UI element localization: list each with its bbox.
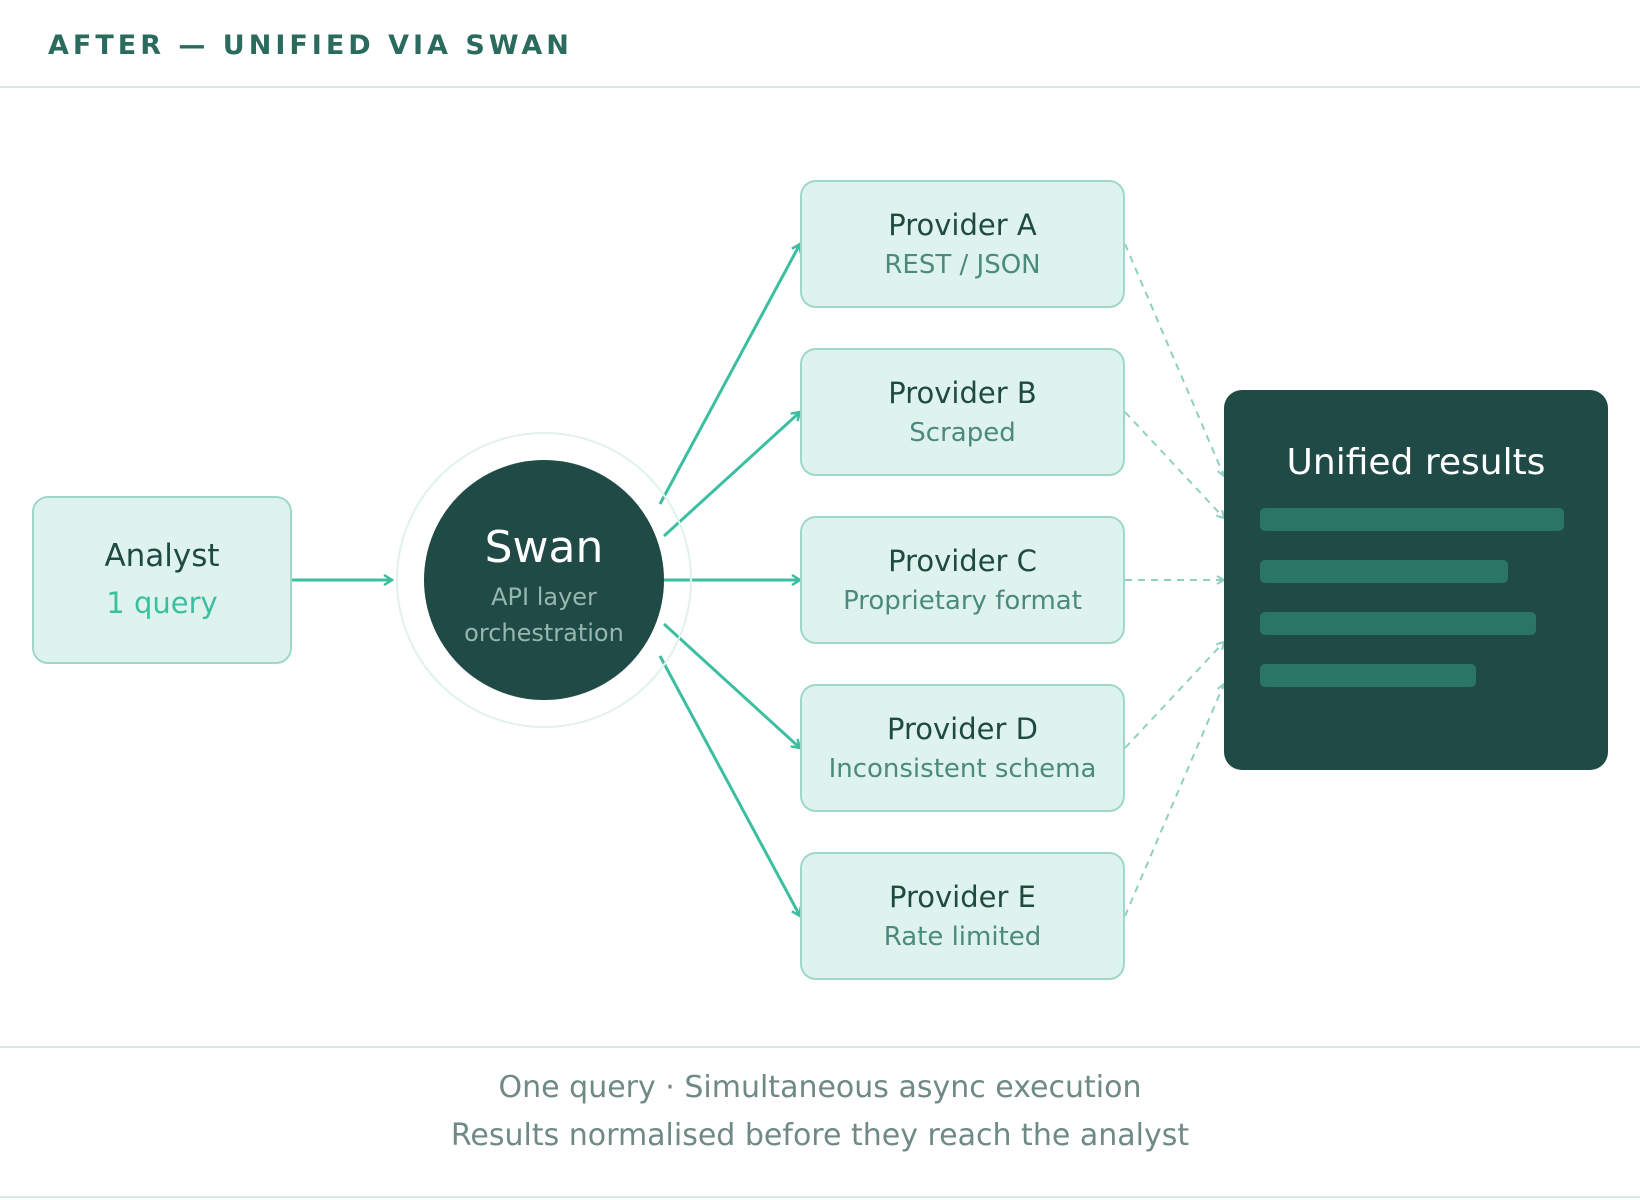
- dashed-provider-e-to-results: [1124, 684, 1224, 917]
- provider-c-node: Provider C Proprietary format: [800, 516, 1125, 644]
- provider-d-title: Provider D: [887, 712, 1038, 746]
- unified-results-panel: Unified results: [1224, 390, 1608, 770]
- provider-b-subtitle: Scraped: [909, 418, 1016, 448]
- swan-subtitle-line1: API layer: [491, 583, 597, 611]
- provider-d-node: Provider D Inconsistent schema: [800, 684, 1125, 812]
- result-bar: [1260, 664, 1476, 687]
- result-bar: [1260, 612, 1536, 635]
- swan-subtitle-line2: orchestration: [464, 619, 624, 647]
- provider-e-subtitle: Rate limited: [883, 922, 1042, 952]
- footer-line-1: One query · Simultaneous async execution: [498, 1070, 1142, 1105]
- swan-halo: [396, 432, 692, 728]
- analyst-node: Analyst 1 query: [32, 496, 292, 664]
- provider-a-node: Provider A REST / JSON: [800, 180, 1125, 308]
- provider-d-subtitle: Inconsistent schema: [828, 754, 1097, 784]
- dashed-provider-b-to-results: [1124, 411, 1224, 518]
- arrow-swan-to-provider-a: [658, 244, 800, 505]
- page-title: AFTER — UNIFIED VIA SWAN: [48, 30, 573, 61]
- arrow-swan-to-provider-d: [662, 622, 800, 748]
- provider-c-title: Provider C: [888, 544, 1037, 578]
- header: AFTER — UNIFIED VIA SWAN: [0, 0, 1640, 88]
- analyst-title: Analyst: [104, 538, 220, 574]
- swan-title: Swan: [484, 522, 604, 573]
- provider-a-subtitle: REST / JSON: [884, 250, 1041, 280]
- provider-b-title: Provider B: [888, 376, 1037, 410]
- footer: One query · Simultaneous async execution…: [0, 1046, 1640, 1198]
- arrow-swan-to-provider-e: [658, 655, 800, 916]
- result-bar: [1260, 508, 1564, 531]
- provider-e-node: Provider E Rate limited: [800, 852, 1125, 980]
- swan-node: Swan API layer orchestration: [424, 460, 664, 700]
- dashed-provider-a-to-results: [1124, 243, 1224, 476]
- analyst-subtitle: 1 query: [106, 586, 218, 620]
- footer-line-2: Results normalised before they reach the…: [450, 1118, 1190, 1153]
- arrow-swan-to-provider-b: [662, 412, 800, 538]
- provider-a-title: Provider A: [888, 208, 1037, 242]
- result-bar: [1260, 560, 1508, 583]
- provider-e-title: Provider E: [889, 880, 1036, 914]
- unified-results-title: Unified results: [1286, 442, 1546, 483]
- provider-b-node: Provider B Scraped: [800, 348, 1125, 476]
- provider-c-subtitle: Proprietary format: [843, 586, 1082, 616]
- dashed-provider-d-to-results: [1124, 642, 1224, 749]
